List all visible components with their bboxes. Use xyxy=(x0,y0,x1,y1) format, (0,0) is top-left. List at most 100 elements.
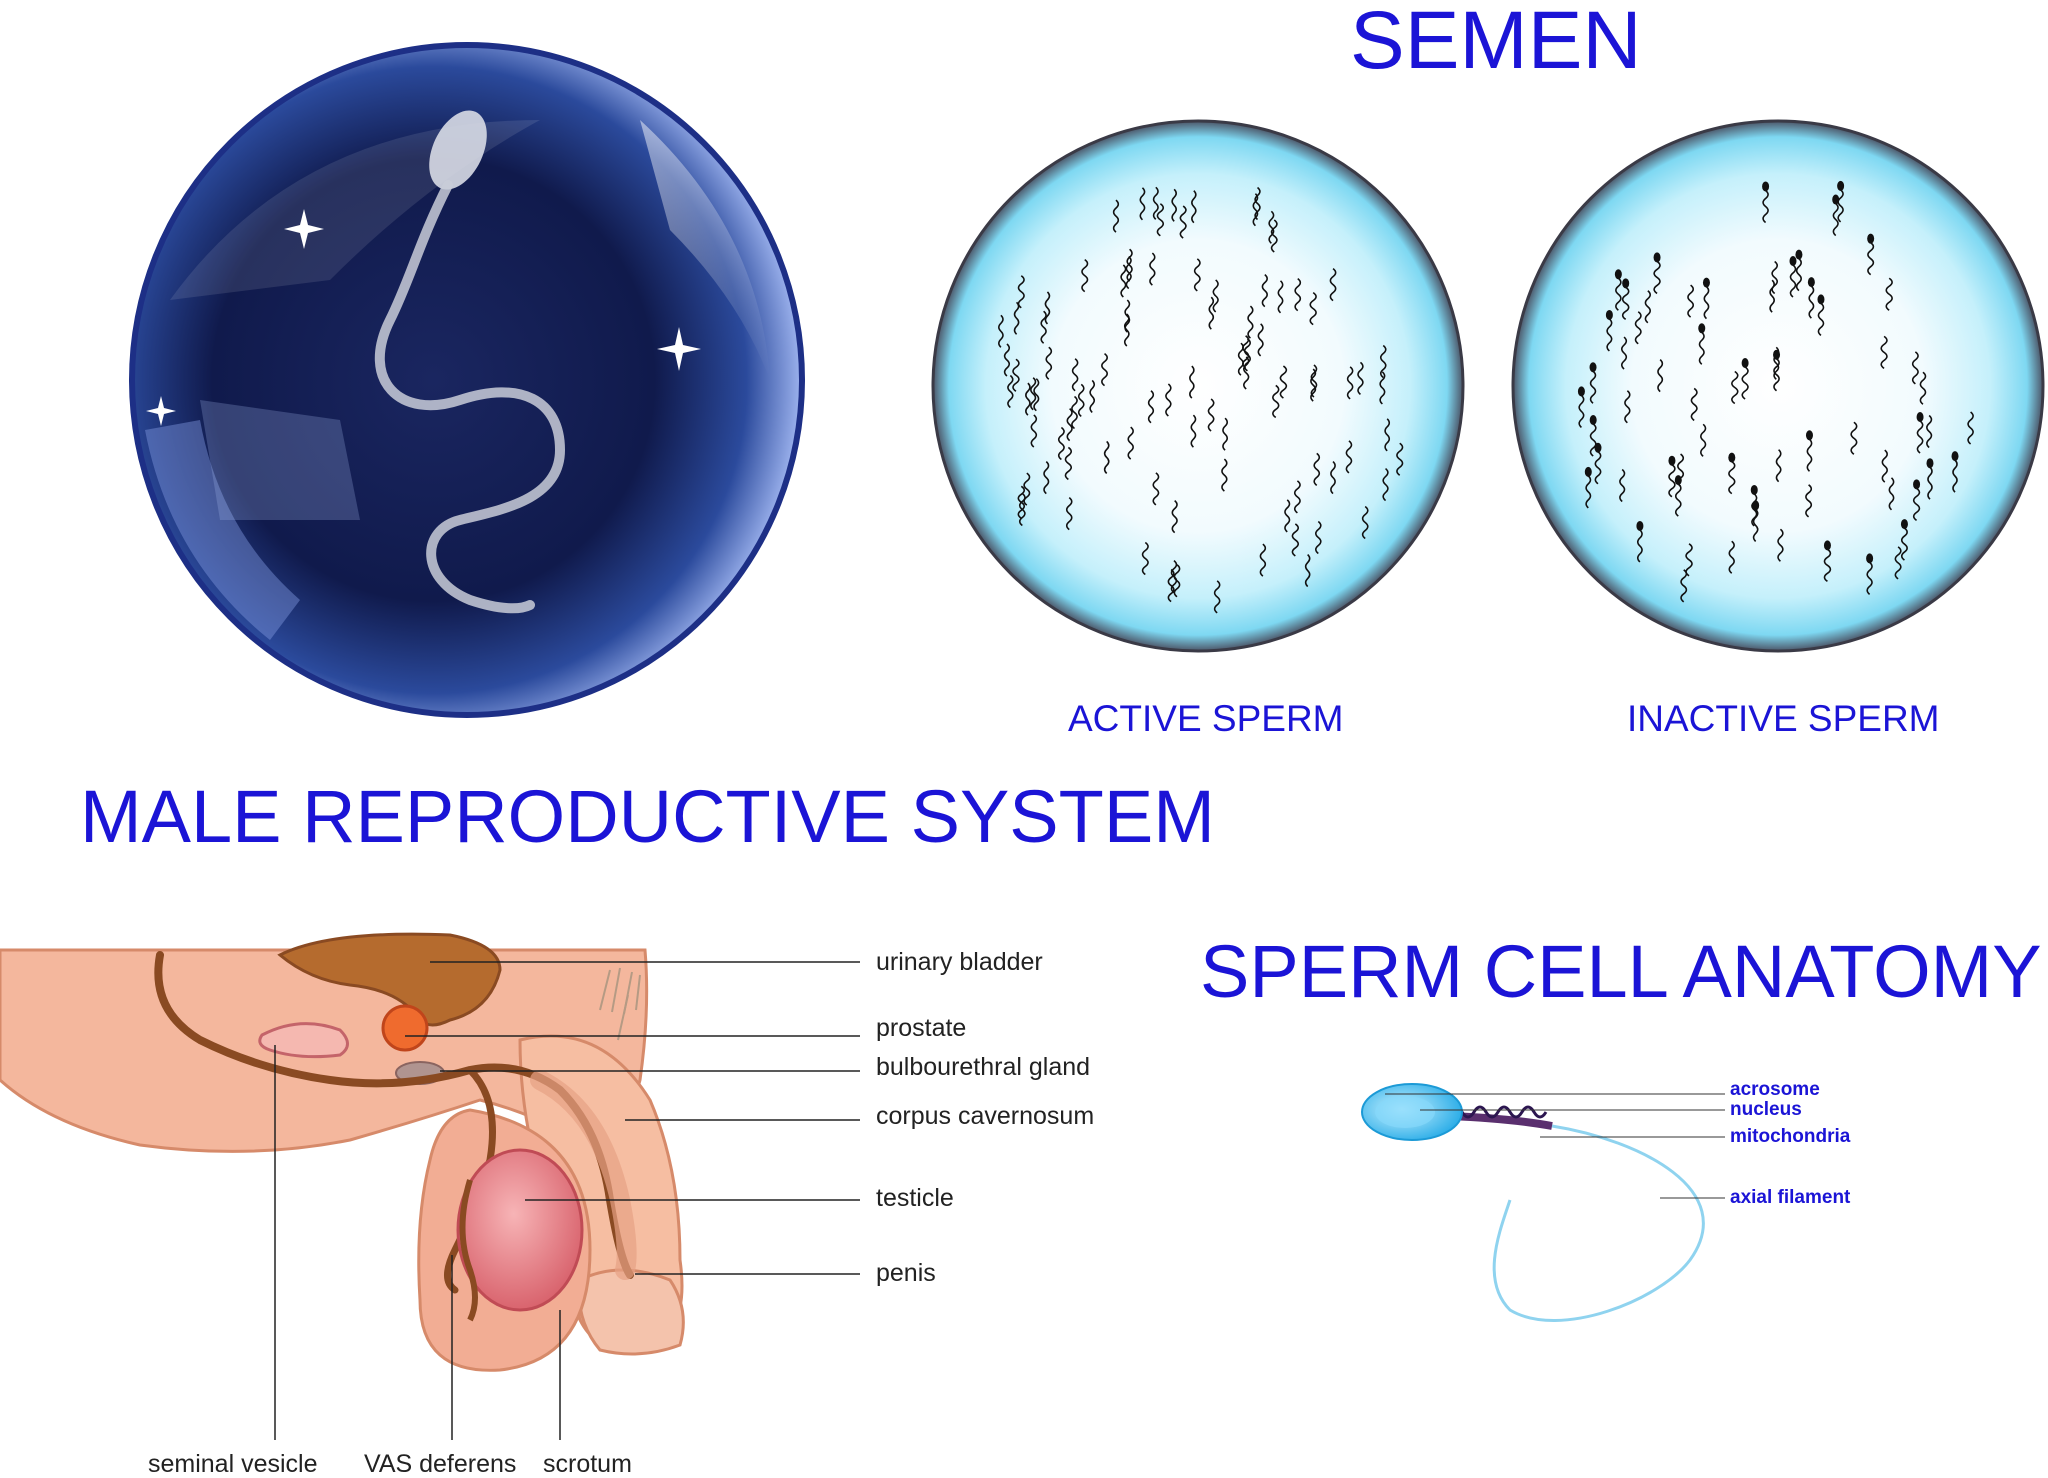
sperm-head xyxy=(1589,362,1597,373)
cell-nucleus xyxy=(1375,1096,1435,1128)
sperm-head xyxy=(1789,256,1797,267)
sperm-squiggle xyxy=(1808,285,1815,319)
sperm-squiggle xyxy=(1065,496,1073,531)
sperm-squiggle xyxy=(1361,505,1369,540)
sperm-squiggle xyxy=(1017,275,1025,309)
sperm-squiggle xyxy=(1017,485,1026,519)
sperm-squiggle xyxy=(1310,368,1317,402)
label-bulbourethral-gland: bulbourethral gland xyxy=(876,1053,1091,1081)
sperm-squiggle xyxy=(1315,520,1322,555)
sperm-head xyxy=(1674,475,1682,486)
male-anatomy-diagram xyxy=(0,932,860,1440)
sperm-squiggle xyxy=(1606,318,1613,352)
sperm-squiggle xyxy=(1850,421,1858,455)
label-testicle: testicle xyxy=(876,1184,954,1212)
pubic-hair xyxy=(599,967,641,1041)
active-sperm-group xyxy=(998,186,1404,614)
sperm-squiggle xyxy=(1636,529,1643,563)
sperm-squiggle xyxy=(1621,286,1630,321)
sperm-squiggle xyxy=(1066,407,1073,442)
sperm-squiggle xyxy=(1357,361,1364,395)
sperm-squiggle xyxy=(1171,188,1178,222)
sperm-squiggle xyxy=(1077,383,1085,418)
sperm-squiggle xyxy=(1881,449,1888,483)
inactive-sperm-label: INACTIVE SPERM xyxy=(1627,698,1940,739)
cell-leader-lines xyxy=(1385,1093,1725,1199)
sperm-squiggle xyxy=(1698,331,1705,365)
sperm-squiggle xyxy=(1624,390,1631,424)
sperm-squiggle xyxy=(1589,423,1597,457)
cell-anatomy-title: SPERM CELL ANATOMY xyxy=(1200,930,2042,1013)
sperm-squiggle xyxy=(1620,336,1628,370)
sperm-squiggle xyxy=(1243,356,1250,390)
sperm-squiggle xyxy=(1817,302,1825,336)
sperm-squiggle xyxy=(1880,335,1888,370)
sperm-head xyxy=(1653,252,1661,263)
sperm-squiggle xyxy=(1578,394,1585,429)
sperm-squiggle xyxy=(1329,268,1337,302)
sperm-squiggle xyxy=(1120,264,1127,298)
sperm-squiggle xyxy=(1023,472,1031,506)
sperm-squiggle xyxy=(1379,344,1387,379)
sperm-squiggle xyxy=(1191,190,1197,224)
sperm-head xyxy=(1773,349,1781,360)
sperm-squiggle xyxy=(1885,277,1893,311)
sperm-squiggle xyxy=(1149,252,1156,286)
sperm-head xyxy=(1817,294,1825,305)
sperm-head xyxy=(1867,233,1875,244)
sperm-squiggle xyxy=(1044,291,1051,325)
sperm-squiggle xyxy=(1025,382,1031,416)
label-acrosome: acrosome xyxy=(1730,1079,1820,1100)
sperm-head xyxy=(1762,181,1770,192)
sperm-squiggle xyxy=(1127,426,1134,460)
sperm-squiggle xyxy=(1221,458,1228,492)
sperm-head xyxy=(1589,414,1597,425)
sperm-squiggle xyxy=(1674,483,1682,517)
sperm-squiggle xyxy=(1040,310,1047,344)
sperm-squiggle xyxy=(1927,466,1933,500)
sperm-head xyxy=(1916,411,1924,422)
sperm-squiggle xyxy=(1866,561,1873,595)
sperm-squiggle xyxy=(1751,493,1758,527)
sperm-head xyxy=(1900,519,1908,530)
sperm-squiggle xyxy=(1313,452,1321,486)
sperm-squiggle xyxy=(1101,352,1108,387)
sperm-squiggle xyxy=(1007,374,1014,409)
sperm-squiggle xyxy=(1379,371,1386,405)
label-scrotum: scrotum xyxy=(543,1450,632,1478)
sperm-squiggle xyxy=(1012,358,1020,392)
sperm-squiggle xyxy=(1141,541,1149,576)
sperm-squiggle xyxy=(1291,523,1300,557)
sperm-squiggle xyxy=(1728,540,1735,574)
active-sperm-dish xyxy=(931,119,1465,653)
sperm-squiggle xyxy=(1279,365,1288,399)
male-system-title: MALE REPRODUCTIVE SYSTEM xyxy=(80,775,1215,858)
sperm-squiggle xyxy=(1043,461,1050,495)
sperm-head xyxy=(1668,455,1676,466)
sperm-squiggle xyxy=(1967,411,1974,445)
sperm-squiggle xyxy=(1619,468,1626,503)
sperm-squiggle xyxy=(1690,387,1698,422)
sperm-squiggle xyxy=(1304,553,1311,588)
sperm-squiggle xyxy=(1171,500,1178,534)
sperm-squiggle xyxy=(1789,264,1797,298)
sperm-squiggle xyxy=(1147,390,1155,424)
sperm-squiggle xyxy=(1680,569,1688,603)
sperm-head xyxy=(1584,466,1592,477)
cell-mitochondria-coil xyxy=(1448,1105,1548,1119)
sperm-squiggle xyxy=(1823,548,1832,583)
label-axial-filament: axial filament xyxy=(1730,1187,1851,1208)
sperm-squiggle xyxy=(1045,346,1053,380)
sperm-squiggle xyxy=(1888,477,1895,511)
sperm-squiggle xyxy=(1700,423,1707,457)
sperm-squiggle xyxy=(1156,203,1165,237)
sperm-squiggle xyxy=(1165,383,1172,417)
sperm-squiggle xyxy=(1594,451,1602,485)
sperm-squiggle xyxy=(1952,459,1958,493)
sperm-squiggle xyxy=(1112,199,1120,233)
inactive-sperm-group xyxy=(1577,180,1974,603)
prostate-shape xyxy=(381,1004,429,1052)
sperm-head xyxy=(1807,277,1815,288)
sperm-squiggle xyxy=(1222,417,1229,451)
